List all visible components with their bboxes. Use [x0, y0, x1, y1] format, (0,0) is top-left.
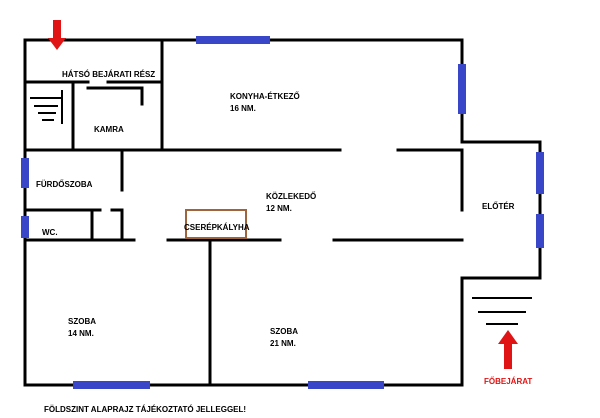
label-stove: CSERÉPKÁLYHA — [184, 223, 250, 232]
label-pantry: KAMRA — [94, 125, 124, 134]
windows — [21, 36, 544, 389]
label-wc: WC. — [42, 228, 58, 237]
stove-box — [185, 209, 247, 239]
label-hallway: KÖZLEKEDŐ — [266, 192, 316, 201]
label-main-entrance: FŐBEJÁRAT — [484, 377, 532, 386]
label-bathroom: FÜRDŐSZOBA — [36, 180, 93, 189]
label-kitchen-area: 16 NM. — [230, 104, 256, 113]
main-stairs-icon — [472, 297, 532, 325]
label-room-left-area: 14 NM. — [68, 329, 94, 338]
label-hallway-area: 12 NM. — [266, 204, 292, 213]
label-kitchen: KONYHA-ÉTKEZŐ — [230, 92, 300, 101]
label-room-right: SZOBA — [270, 327, 298, 336]
arrow-up-icon — [498, 330, 518, 369]
interior-walls — [23, 38, 464, 387]
label-room-left: SZOBA — [68, 317, 96, 326]
arrow-down-icon — [48, 20, 66, 50]
label-vestibule: ELŐTÉR — [482, 202, 515, 211]
label-room-right-area: 21 NM. — [270, 339, 296, 348]
label-back-entry: HÁTSÓ BEJÁRATI RÉSZ — [62, 70, 155, 79]
plan-caption: FÖLDSZINT ALAPRAJZ TÁJÉKOZTATÓ JELLEGGEL… — [44, 405, 246, 414]
stairs-icon — [30, 90, 63, 124]
